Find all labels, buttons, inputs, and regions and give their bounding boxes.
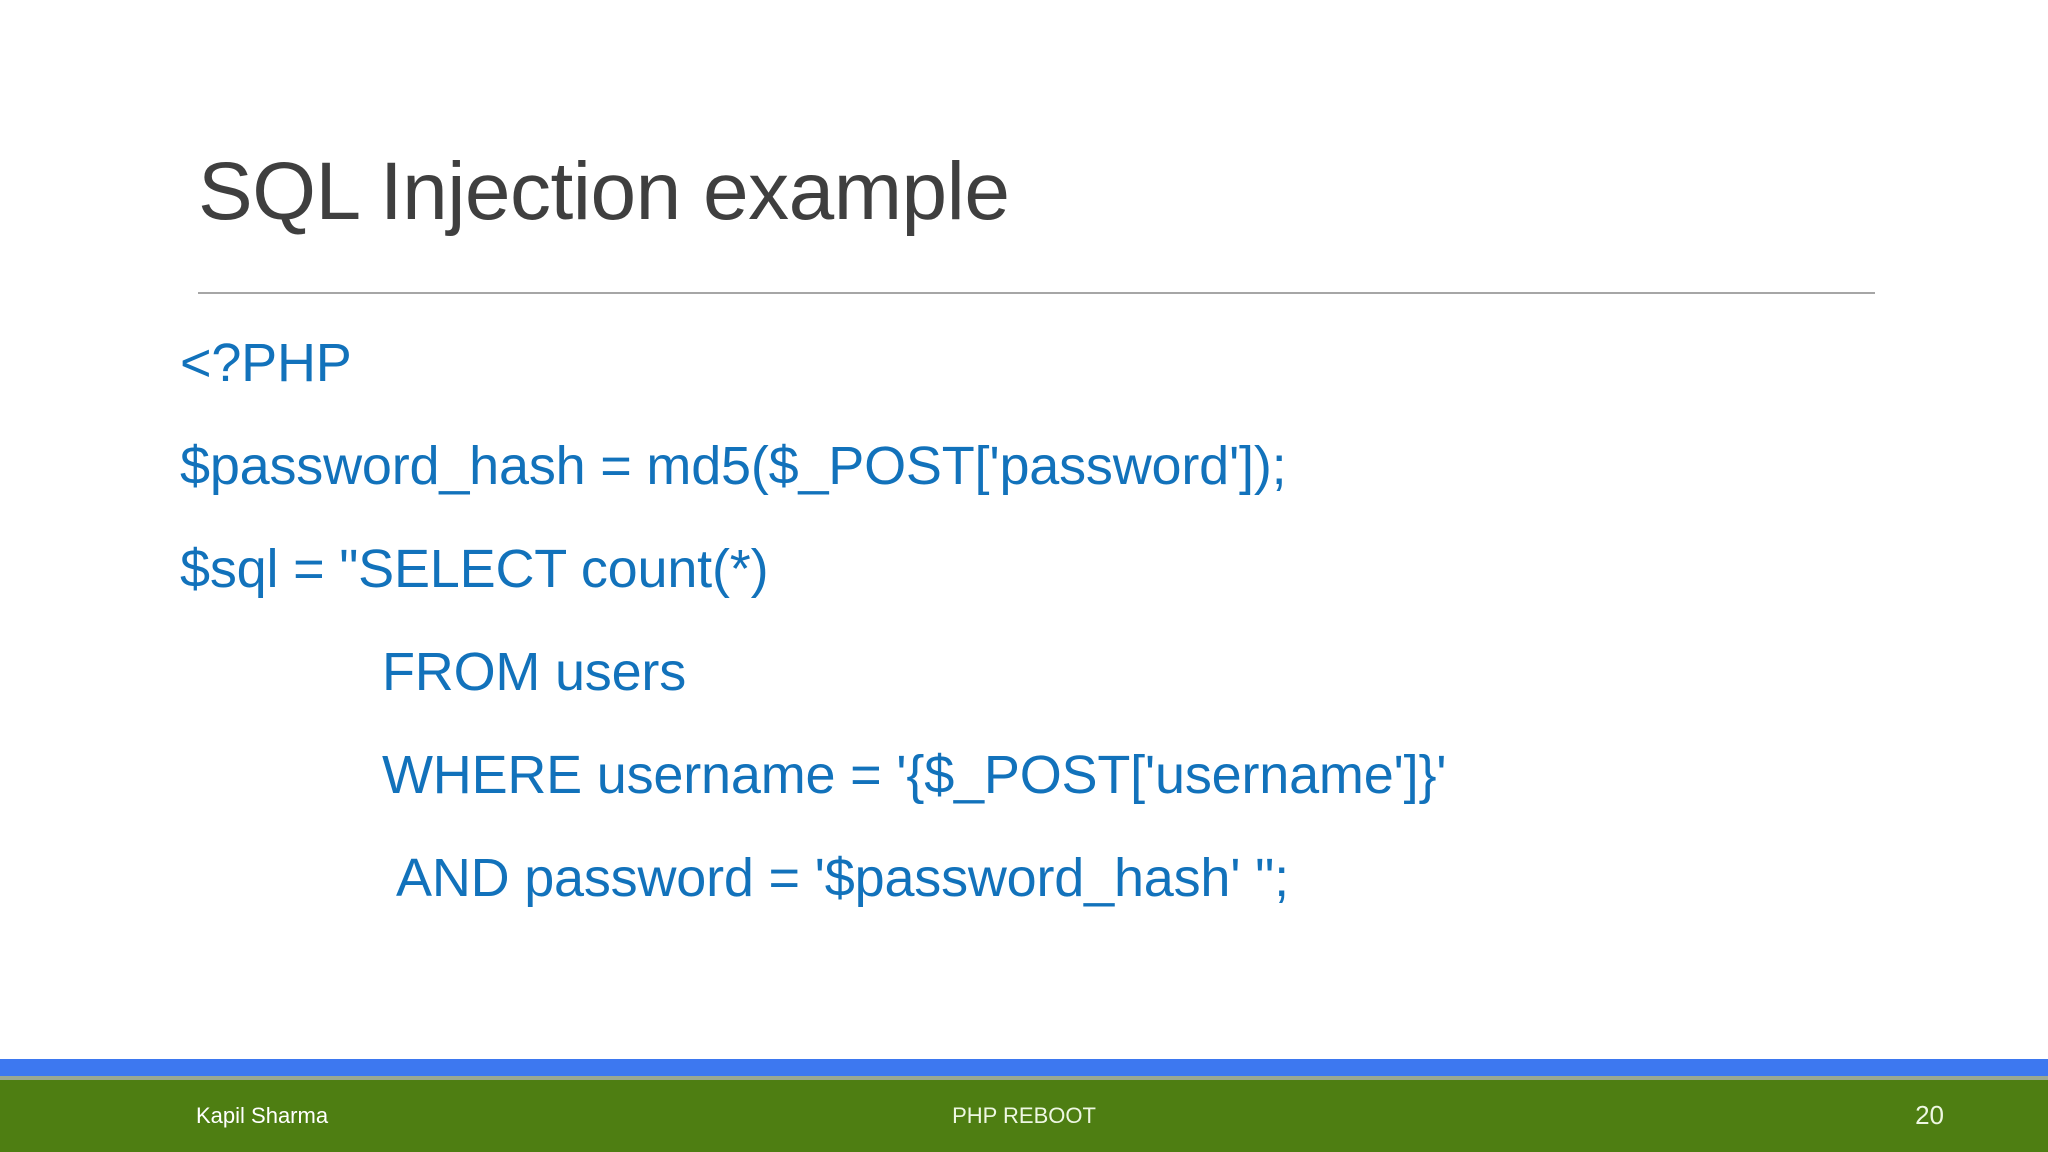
code-line: $sql = "SELECT count(*) bbox=[180, 539, 769, 599]
title-block: SQL Injection example bbox=[198, 150, 1878, 234]
code-line: FROM users bbox=[382, 642, 687, 702]
footer-divider bbox=[0, 1076, 2048, 1080]
code-line: <?PHP bbox=[180, 333, 352, 393]
footer-deck-title: PHP REBOOT bbox=[952, 1103, 1096, 1128]
code-block: <?PHP $password_hash = md5($_POST['passw… bbox=[180, 312, 1980, 930]
page-title: SQL Injection example bbox=[198, 146, 1010, 237]
footer-accent-bar bbox=[0, 1059, 2048, 1076]
code-line: $password_hash = md5($_POST['password'])… bbox=[180, 436, 1287, 496]
footer-author: Kapil Sharma bbox=[196, 1103, 329, 1128]
footer-bar bbox=[0, 1080, 2048, 1152]
slide-number: 20 bbox=[1915, 1100, 1944, 1130]
code-line: WHERE username = '{$_POST['username']}' bbox=[382, 745, 1447, 805]
title-divider bbox=[198, 292, 1875, 294]
code-line: AND password = '$password_hash' "; bbox=[396, 848, 1289, 908]
